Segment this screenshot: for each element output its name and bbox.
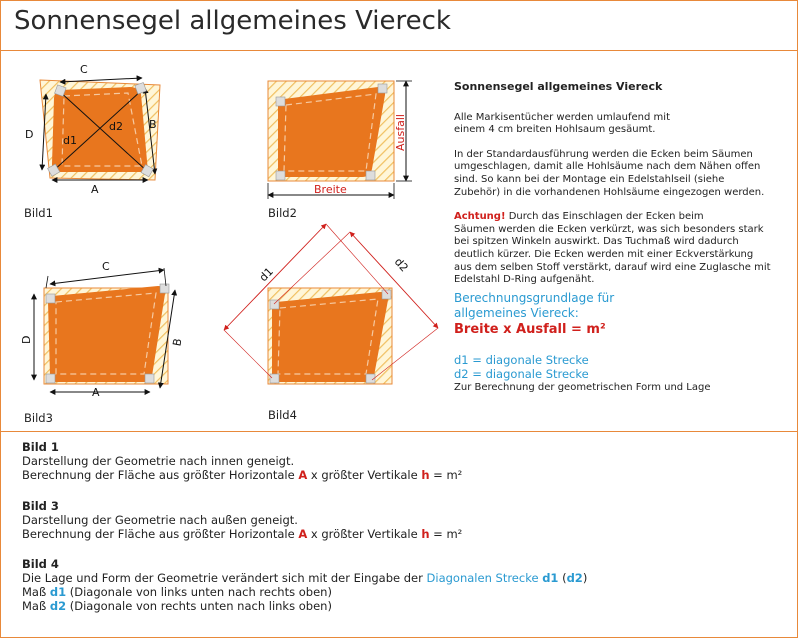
bild2-label-breite: Breite: [314, 183, 347, 196]
caption-bild3: Bild3: [24, 411, 53, 425]
bild3-label-c: C: [102, 260, 110, 273]
warning-label: Achtung!: [454, 211, 506, 223]
bild4-label-d2: d2: [392, 255, 411, 274]
side-para3: Achtung! Durch das Einschlagen der Ecken…: [454, 211, 771, 286]
caption-bild1: Bild1: [24, 206, 53, 220]
bild1-label-d: D: [25, 128, 33, 141]
bild1-label-d1: d1: [63, 134, 77, 147]
caption-bild4: Bild4: [268, 408, 297, 422]
caption-bild2: Bild2: [268, 206, 297, 220]
bild3-label-a: A: [92, 386, 100, 399]
diagonal-defs: d1 = diagonale Strecke d2 = diagonale St…: [454, 353, 711, 393]
figure-bild4: d1 d2: [223, 223, 439, 385]
bild1-seam: [61, 92, 143, 167]
bild4-label-d1: d1: [257, 265, 276, 284]
page-title: Sonnensegel allgemeines Viereck: [14, 6, 451, 36]
side-para1: Alle Markisentücher werden umlaufend mit…: [454, 111, 670, 136]
heading-bild3: Bild 3: [22, 499, 59, 513]
heading-bild4: Bild 4: [22, 557, 59, 571]
bild1-label-a: A: [91, 183, 99, 196]
bild1-label-c: C: [80, 63, 88, 76]
figure-bild1: C B D A d1 d2: [25, 63, 161, 196]
section-divider: [0, 431, 798, 432]
bild1-label-d2: d2: [109, 120, 123, 133]
side-heading: Sonnensegel allgemeines Viereck: [454, 80, 663, 93]
title-divider: [0, 50, 798, 51]
bild3-label-d: D: [20, 336, 33, 344]
bild3-sail: [48, 286, 166, 382]
calc-basis: Berechnungsgrundlage für allgemeines Vie…: [454, 291, 784, 338]
section-bild1: Bild 1 Darstellung der Geometrie nach in…: [22, 440, 463, 482]
section-bild3: Bild 3 Darstellung der Geometrie nach au…: [22, 499, 463, 541]
bild2-sail: [278, 86, 386, 177]
bild2-label-ausfall: Ausfall: [394, 114, 407, 151]
side-para2: In der Standardausführung werden die Eck…: [454, 148, 765, 198]
bild3-label-b: B: [170, 337, 184, 347]
bild4-sail: [272, 292, 389, 382]
figure-bild2: Breite Ausfall: [267, 80, 412, 199]
figure-bild3: C B D A: [20, 260, 185, 399]
formula: Breite x Ausfall = m²: [454, 322, 606, 337]
section-bild4: Bild 4 Die Lage und Form der Geometrie v…: [22, 557, 588, 613]
bild1-label-b: B: [149, 118, 157, 131]
side-info: Sonnensegel allgemeines Viereck Alle Mar…: [454, 80, 784, 299]
heading-bild1: Bild 1: [22, 440, 59, 454]
